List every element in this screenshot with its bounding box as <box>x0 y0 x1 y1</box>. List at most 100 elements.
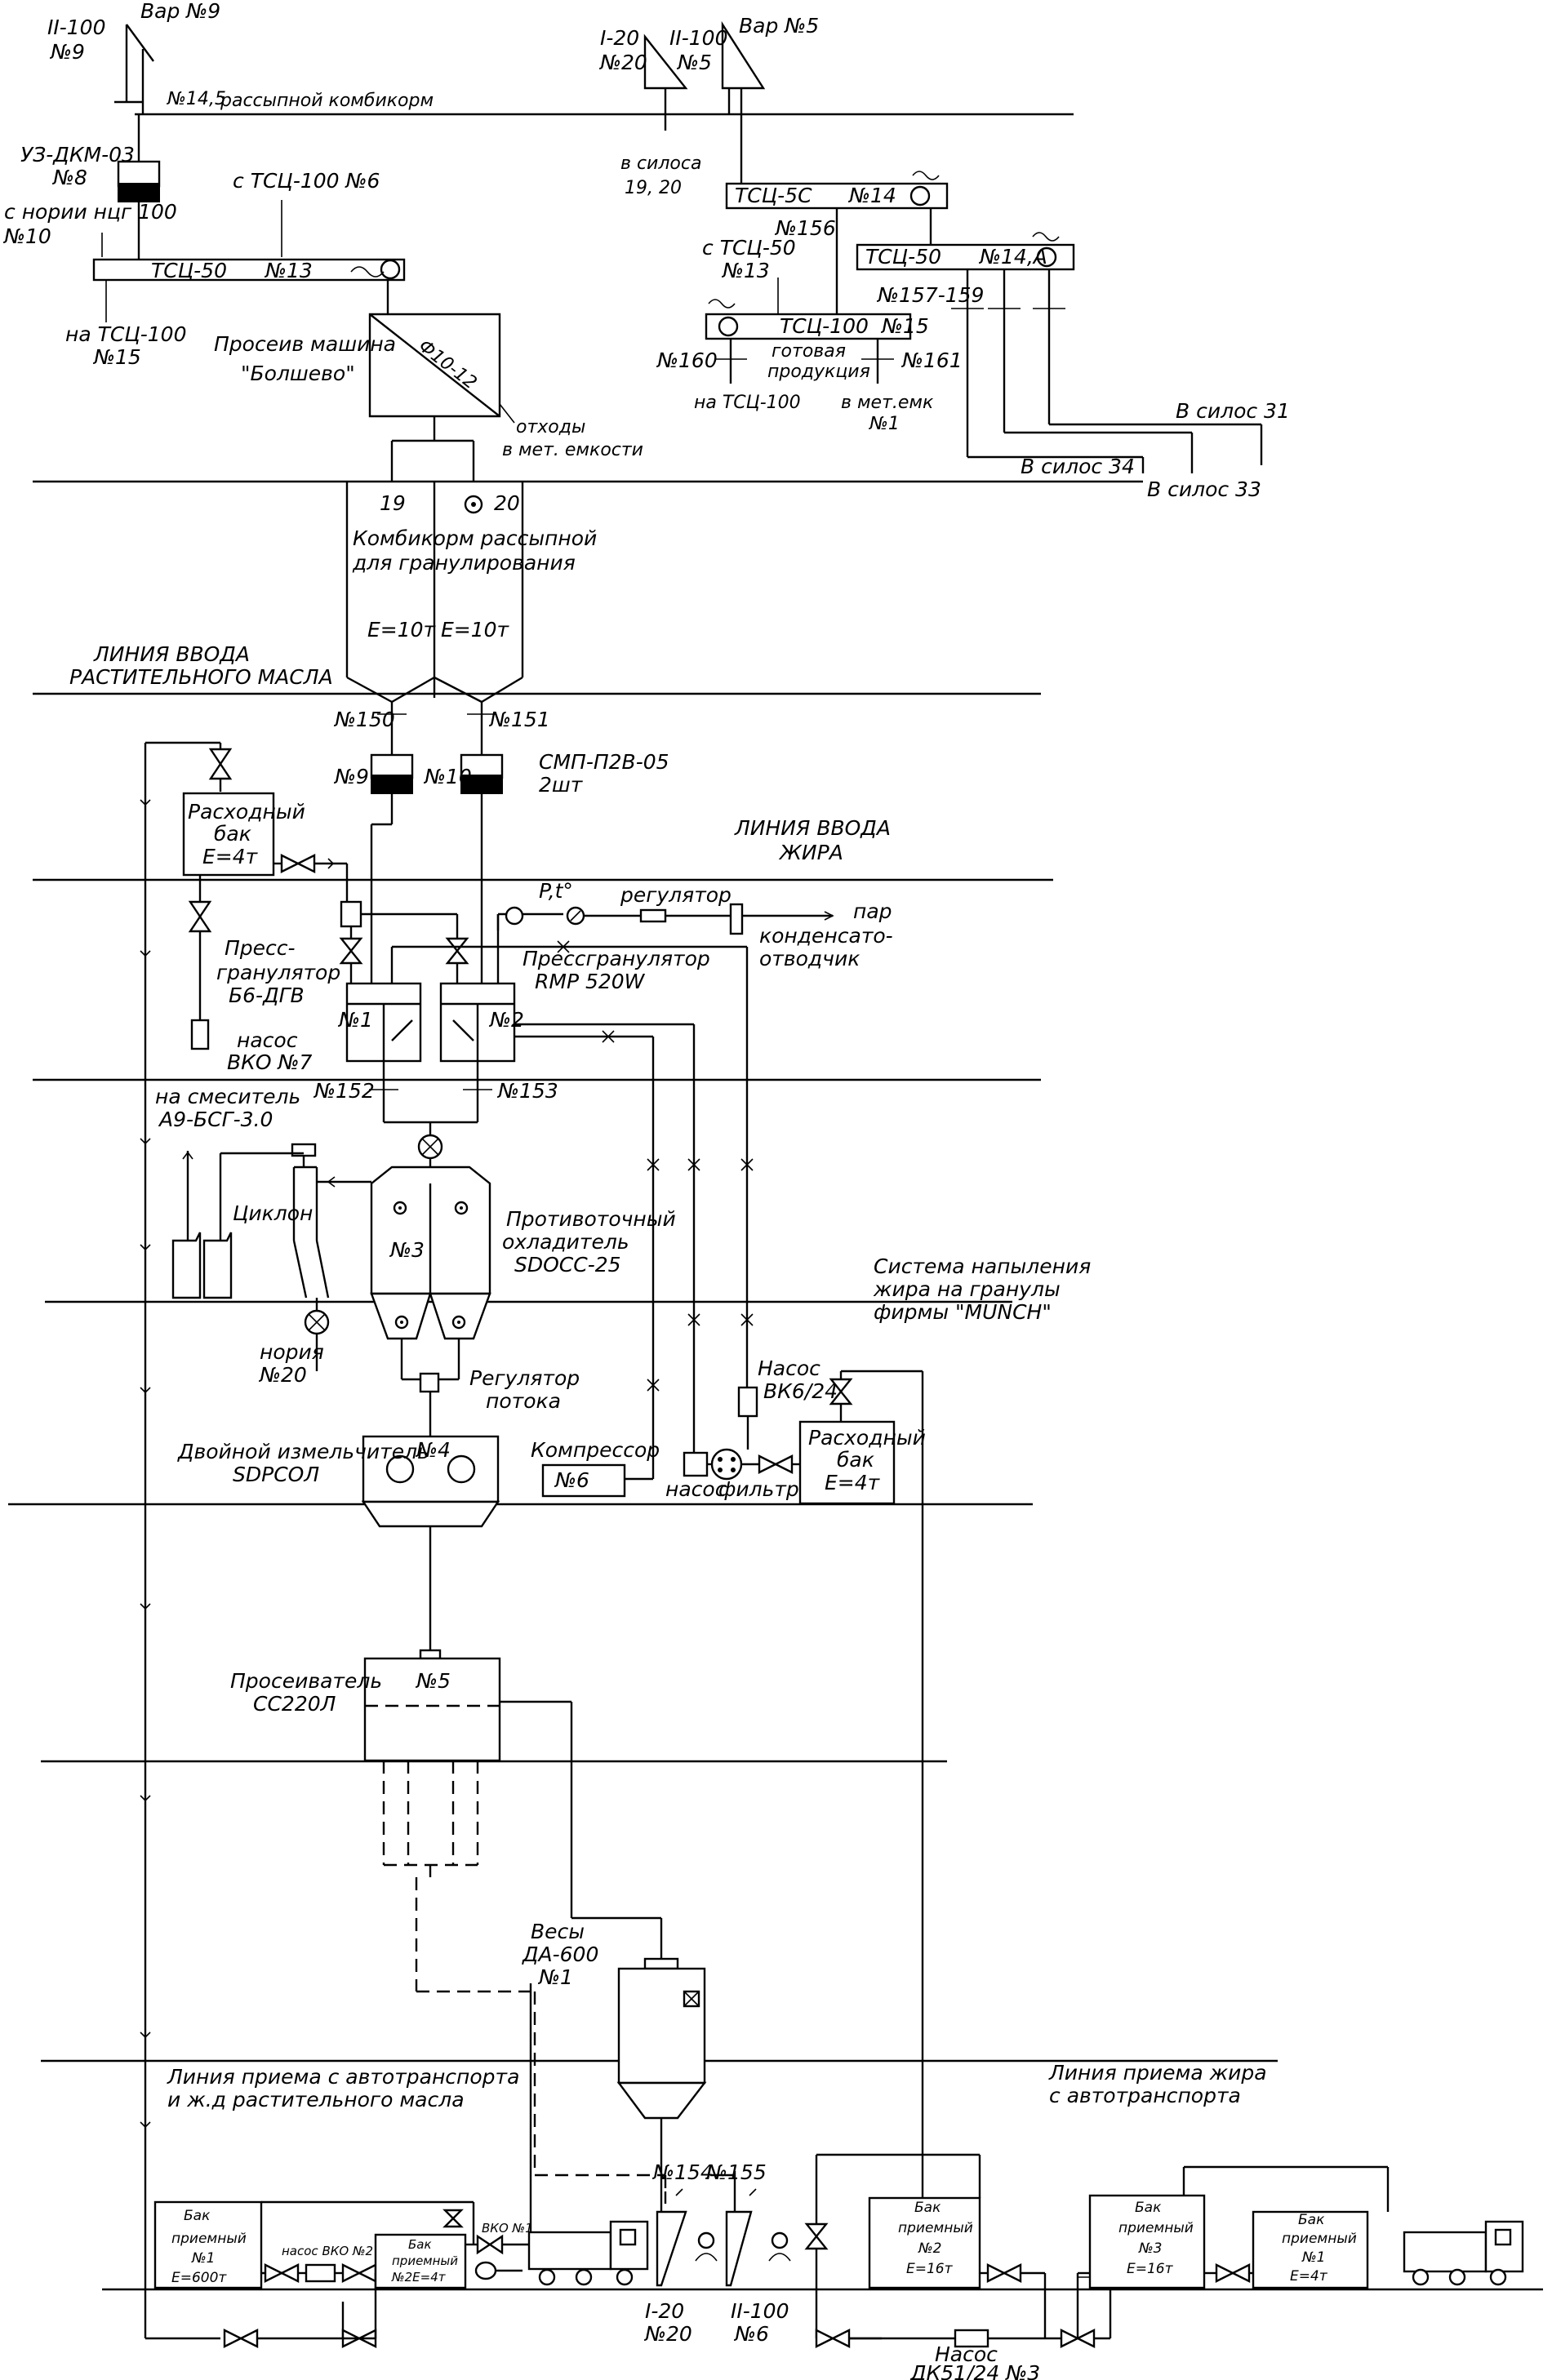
elev-n14-5: №14,5 <box>167 89 226 109</box>
upper-left-group: УЗ-ДКМ-03 №8 с ТСЦ-100 №6 с нории нцг 10… <box>2 114 643 482</box>
noria-label: нория <box>260 1340 324 1364</box>
to-silos-nums: 19, 20 <box>625 178 682 198</box>
flow-reg-label-2: потока <box>486 1389 561 1413</box>
left-reception-2: и ж.д растительного масла <box>167 2088 465 2111</box>
crusher-group: №4 Двойной измельчитель SDPCOЛ №6 Компре… <box>177 1357 926 2289</box>
screen-group: №5 Просеиватель СС220Л <box>230 1649 667 2191</box>
screen-label-1: Просеиватель <box>230 1669 382 1693</box>
noria-num: №20 <box>258 1363 307 1387</box>
smp-n9-label: №9 <box>333 765 369 788</box>
bin-20: 20 <box>494 491 520 515</box>
tk4-label-4: E=4т <box>1290 2268 1328 2285</box>
tk3-label-4: E=16т <box>1127 2261 1174 2277</box>
tank-bottom-label-1: Расходный <box>808 1426 926 1450</box>
tank-top-label-2: бак <box>214 822 251 846</box>
elev-ii100-label: II-100 <box>731 2299 789 2323</box>
bin-19-capacity: E=10т <box>367 618 437 642</box>
tank-top-label-1: Расходный <box>188 800 305 824</box>
steam-label: пар <box>853 899 892 923</box>
silo33-label: В силос 33 <box>1147 477 1261 501</box>
elev-n5-var: Вар №5 <box>739 14 819 38</box>
flow-reg-label-1: Регулятор <box>469 1366 580 1390</box>
n150-label: №150 <box>333 708 395 731</box>
tsts50-label: ТСЦ-50 <box>865 245 941 269</box>
press1-label-2: гранулятор <box>216 961 340 984</box>
press1-label-3: Б6-ДГВ <box>229 984 305 1007</box>
sifter-name: "Болшево" <box>241 362 355 385</box>
cyclone-label: Циклон <box>233 1201 313 1225</box>
from-tsts-label: с ТСЦ-100 №6 <box>233 169 380 193</box>
elev-n20-num: №20 <box>598 51 647 74</box>
press-granulators: Пресс- гранулятор Б6-ДГВ насос ВКО №7 №1… <box>155 900 749 1469</box>
compressor-label: Компрессор <box>531 1438 660 1462</box>
n151-label: №151 <box>488 708 550 731</box>
n152-label: №152 <box>313 1079 375 1103</box>
pump-label: насос <box>665 1477 727 1501</box>
cooler-label-2: охладитель <box>502 1230 629 1254</box>
oil-line-label-2: РАСТИТЕЛЬНОГО МАСЛА <box>69 665 333 689</box>
from-noria-label: с нории нцг 100 <box>4 200 177 224</box>
n157-label: №157-159 <box>876 283 984 307</box>
tank-bottom-capacity: E=4т <box>825 1471 881 1494</box>
elev-n5-type: II-100 <box>669 26 727 50</box>
to-mixer-label: на смеситель <box>155 1085 300 1108</box>
compressor-num: №6 <box>554 1468 589 1492</box>
elev-n9-var: Вар №9 <box>140 0 220 23</box>
tk4-label-2: приемный <box>1282 2231 1357 2247</box>
bin-20-capacity: E=10т <box>441 618 510 642</box>
sifter-label: Просеив машина <box>214 332 396 356</box>
to-silos-label: в силоса <box>620 153 701 174</box>
n156-label: №156 <box>774 216 836 240</box>
tank-top: Расходный бак E=4т <box>182 792 349 1050</box>
uz-dkm-num: №8 <box>51 166 87 189</box>
n160-label: №160 <box>656 349 718 372</box>
tk3-label-3: №3 <box>1138 2240 1163 2257</box>
crusher-label-2: SDPCOЛ <box>233 1463 319 1486</box>
to-tank-num: №1 <box>869 414 900 434</box>
bins-title-1: Комбикорм рассыпной <box>353 526 597 550</box>
condensate-label-1: конденсато- <box>759 924 893 948</box>
smp-n10-label: №10 <box>423 765 472 788</box>
bottom-reception: Линия приема с автотранспорта и ж.д раст… <box>153 2061 1524 2380</box>
right-reception-1: Линия приема жира <box>1048 2061 1267 2085</box>
tk2-label-1: Бак <box>914 2200 941 2216</box>
tk3-label-2: приемный <box>1118 2220 1194 2236</box>
elev-n9-type: II-100 <box>47 16 105 39</box>
to-tsts100-label: на ТСЦ-100 <box>65 322 187 346</box>
from-tsts50-label: с ТСЦ-50 <box>702 236 796 260</box>
elev-n5-num: №5 <box>676 51 712 74</box>
cooler-label-3: SDOCC-25 <box>514 1253 621 1277</box>
elev-n9-num: №9 <box>49 40 85 64</box>
from-tsts50-num: №13 <box>721 259 770 282</box>
waste-label: отходы <box>516 417 585 437</box>
fat-line-label-2: ЖИРА <box>778 841 843 864</box>
scales-label-1: Весы <box>531 1920 585 1943</box>
elevator-ii100-n9: II-100 №9 Вар №9 №14,5 рассыпной комбико… <box>47 0 434 114</box>
tsts100-label: ТСЦ-100 <box>780 314 869 338</box>
steam-line: P,t° регулятор пар конденсато- отводчик <box>496 879 893 970</box>
crusher-num: №4 <box>415 1438 451 1462</box>
tk3-label-1: Бак <box>1135 2200 1162 2216</box>
smp-label: СМП-П2В-05 <box>539 750 669 774</box>
press2-label-2: RMP 520W <box>535 970 646 993</box>
tk4-label-1: Бак <box>1298 2212 1325 2228</box>
munch-label-2: жира на гранулы <box>873 1277 1061 1301</box>
ready-label-1: готовая <box>772 341 846 362</box>
tsts5c-num: №14 <box>847 184 896 207</box>
dk-pump-label-1: Насос <box>935 2342 998 2366</box>
crusher-label-1: Двойной измельчитель <box>177 1440 429 1463</box>
mixer-label: А9-БСГ-3.0 <box>158 1108 273 1131</box>
bak1-label-2: приемный <box>171 2231 247 2247</box>
tsts100-num: №15 <box>880 314 929 338</box>
elev-i20-num: №20 <box>643 2322 692 2346</box>
press2-num: №2 <box>488 1008 524 1032</box>
tk4-label-3: №1 <box>1301 2249 1326 2266</box>
scales-group: Весы ДА-600 №1 <box>522 1920 707 2245</box>
to-tank-label: в мет.емк <box>841 393 934 413</box>
bak1-label-1: Бак <box>184 2208 211 2224</box>
press1-label-1: Пресс- <box>225 936 296 960</box>
tsts50-num: №14,А <box>978 245 1047 269</box>
screen-label-2: СС220Л <box>253 1692 336 1716</box>
pump-vko2-label: насос ВКО №2 <box>282 2244 373 2258</box>
